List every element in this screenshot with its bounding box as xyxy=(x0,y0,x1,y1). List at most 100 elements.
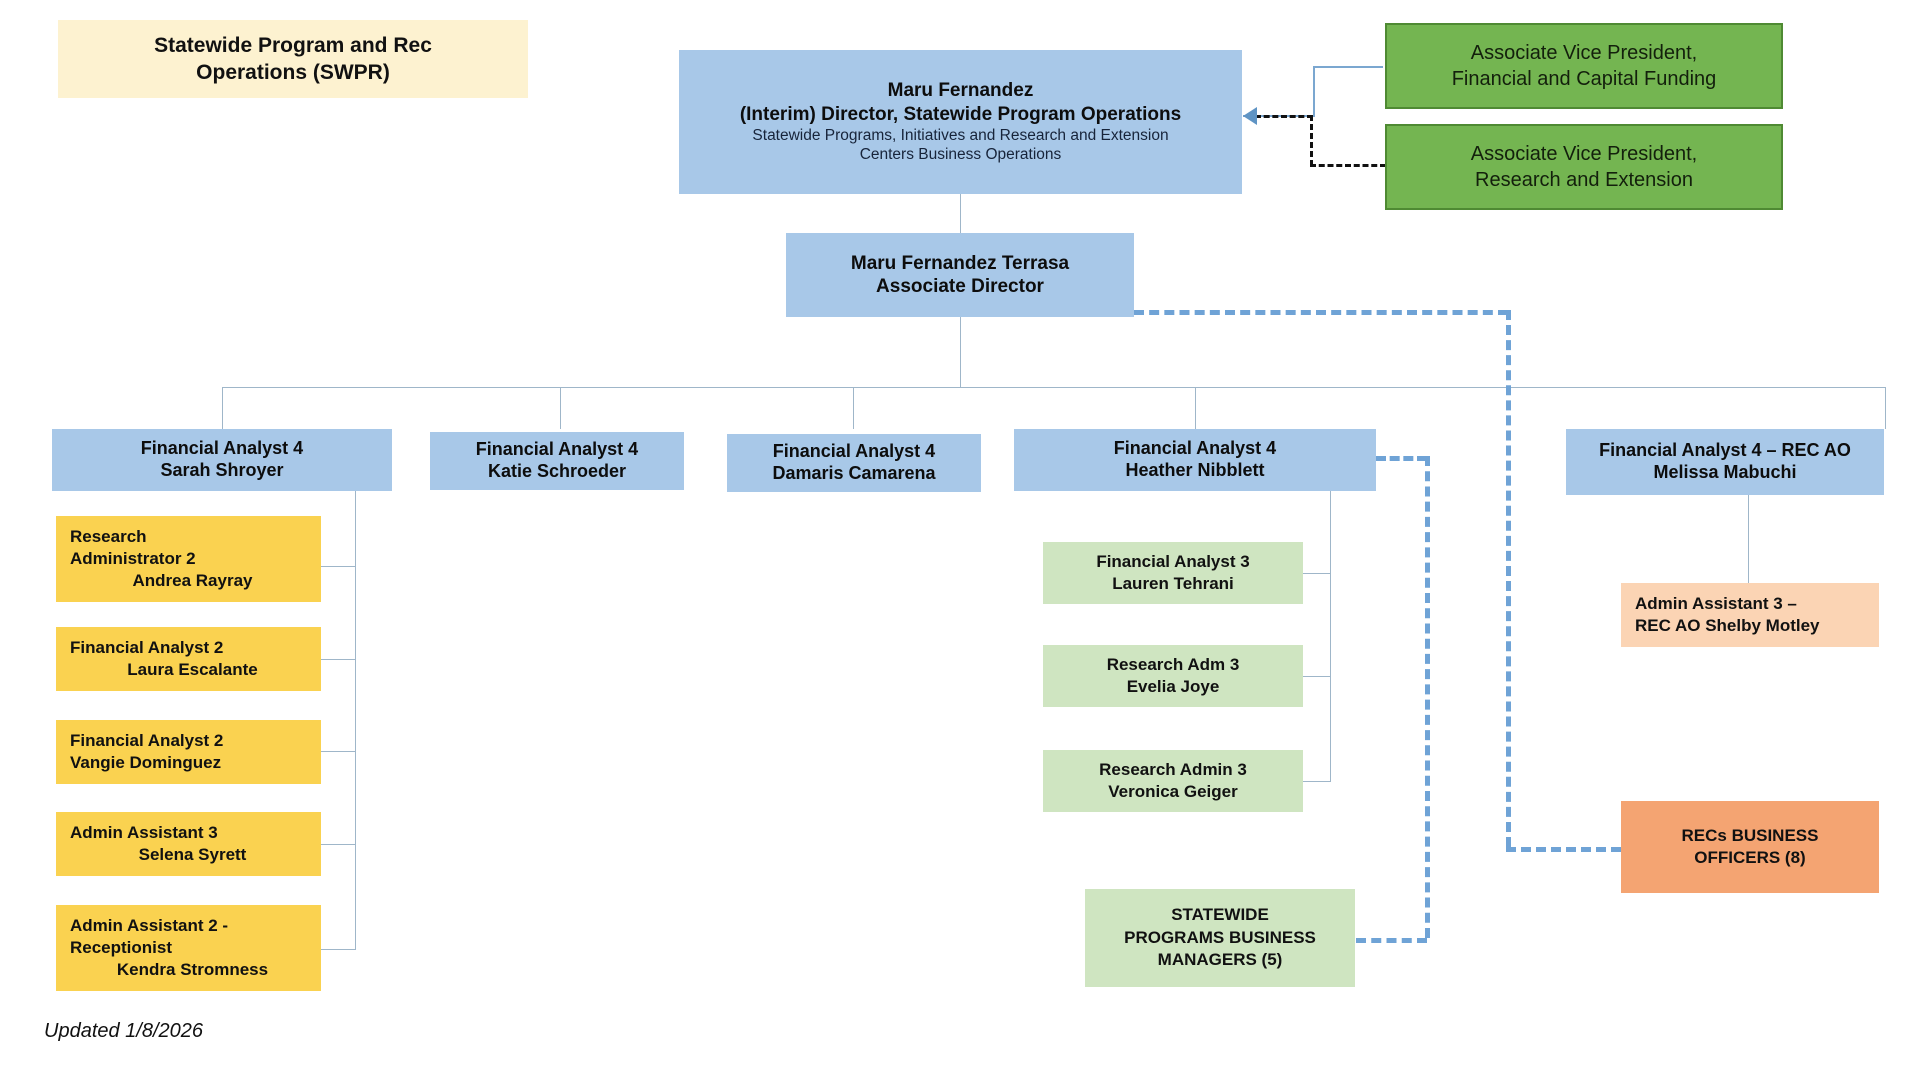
report-box-veronica-geiger: Research Admin 3 Veronica Geiger xyxy=(1043,750,1303,812)
avp-financial-capital-funding-box: Associate Vice President, Financial and … xyxy=(1385,23,1783,109)
analyst-box-sarah-shroyer: Financial Analyst 4 Sarah Shroyer xyxy=(52,429,392,491)
report-box-lauren-tehrani: Financial Analyst 3 Lauren Tehrani xyxy=(1043,542,1303,604)
report-name-selena-syrett: Selena Syrett xyxy=(138,845,247,864)
group-box-recs-business-officers: RECs BUSINESS OFFICERS (8) xyxy=(1621,801,1879,893)
associate-director-box: Maru Fernandez Terrasa Associate Directo… xyxy=(786,233,1134,317)
associate-director-role: Associate Director xyxy=(876,276,1044,297)
connector-assocdir-dashed-top xyxy=(1134,310,1508,315)
connector-avp-research-into-director xyxy=(1255,115,1313,118)
updated-date-label: Updated 1/8/2026 xyxy=(44,1020,204,1042)
report-name-veronica-geiger: Veronica Geiger xyxy=(1108,782,1238,801)
connector-avp-financial-horizontal xyxy=(1313,66,1383,68)
report-box-laura-escalante: Financial Analyst 2 Laura Escalante xyxy=(56,627,321,691)
connector-nibblett-to-geiger xyxy=(1303,781,1331,782)
analyst-box-heather-nibblett: Financial Analyst 4 Heather Nibblett xyxy=(1014,429,1376,491)
report-line1-vangie-dominguez: Financial Analyst 2 xyxy=(70,730,224,750)
connector-shroyer-to-escalante xyxy=(320,659,356,660)
report-box-selena-syrett: Admin Assistant 3 Selena Syrett xyxy=(56,812,321,876)
director-scope-line1: Statewide Programs, Initiatives and Rese… xyxy=(752,126,1169,144)
report-box-andrea-rayray: Research Administrator 2 Andrea Rayray xyxy=(56,516,321,602)
director-box: Maru Fernandez (Interim) Director, State… xyxy=(679,50,1242,194)
analyst-name-heather-nibblett: Heather Nibblett xyxy=(1125,460,1265,480)
connector-nibblett-spine xyxy=(1330,491,1331,781)
director-scope-line2: Centers Business Operations xyxy=(859,146,1062,164)
connector-drop-sarah-shroyer xyxy=(222,387,223,429)
chart-title-line1: Statewide Program and Rec xyxy=(154,33,432,57)
director-role: (Interim) Director, Statewide Program Op… xyxy=(739,103,1182,125)
connector-shroyer-to-stromness xyxy=(320,949,356,950)
report-line1-veronica-geiger: Research Admin 3 xyxy=(1099,759,1247,779)
report-name-lauren-tehrani: Lauren Tehrani xyxy=(1112,574,1234,593)
report-line1-evelia-joye: Research Adm 3 xyxy=(1106,654,1240,674)
connector-shroyer-to-syrett xyxy=(320,844,356,845)
connector-nibblett-dashed-to-managers xyxy=(1356,938,1427,943)
connector-drop-katie-schroeder xyxy=(560,387,561,429)
associate-director-name: Maru Fernandez Terrasa xyxy=(850,252,1070,274)
connector-drop-heather-nibblett xyxy=(1195,387,1196,429)
group-line1-statewide-managers: STATEWIDE xyxy=(1171,905,1269,925)
report-name-evelia-joye: Evelia Joye xyxy=(1126,677,1220,696)
report-line2-andrea-rayray: Administrator 2 xyxy=(70,548,196,568)
connector-assocdir-dashed-vertical xyxy=(1506,310,1511,847)
analyst-name-sarah-shroyer: Sarah Shroyer xyxy=(160,460,284,480)
analyst-name-katie-schroeder: Katie Schroeder xyxy=(487,461,627,481)
connector-nibblett-dashed-vertical xyxy=(1425,456,1430,938)
connector-shroyer-to-dominguez xyxy=(320,751,356,752)
connector-shroyer-spine xyxy=(355,491,356,949)
report-name-vangie-dominguez: Vangie Dominguez xyxy=(70,753,222,772)
analyst-title-heather-nibblett: Financial Analyst 4 xyxy=(1113,438,1277,459)
avp-research-line2: Research and Extension xyxy=(1475,169,1693,191)
connector-shroyer-to-rayray xyxy=(320,566,356,567)
connector-drop-damaris-camarena xyxy=(853,387,854,429)
report-line1-andrea-rayray: Research xyxy=(70,526,147,546)
chart-title-box: Statewide Program and Rec Operations (SW… xyxy=(58,20,528,98)
analyst-title-katie-schroeder: Financial Analyst 4 xyxy=(475,439,639,460)
group-line3-statewide-managers: MANAGERS (5) xyxy=(1157,950,1283,970)
analyst-box-katie-schroeder: Financial Analyst 4 Katie Schroeder xyxy=(430,432,684,490)
group-line1-recs-officers: RECs BUSINESS xyxy=(1681,825,1819,845)
report-name-kendra-stromness: Kendra Stromness xyxy=(116,960,269,980)
report-line2-kendra-stromness: Receptionist xyxy=(70,937,173,957)
group-line2-recs-officers: OFFICERS (8) xyxy=(1694,848,1806,867)
analyst-title-damaris-camarena: Financial Analyst 4 xyxy=(772,441,936,462)
avp-research-extension-box: Associate Vice President, Research and E… xyxy=(1385,124,1783,210)
connector-analyst-row-bus xyxy=(222,387,1885,388)
connector-avp-research-vertical xyxy=(1310,115,1313,166)
analyst-box-melissa-mabuchi: Financial Analyst 4 – REC AO Melissa Mab… xyxy=(1566,429,1884,495)
director-inbound-arrowhead xyxy=(1243,107,1257,125)
group-line2-statewide-managers: PROGRAMS BUSINESS xyxy=(1124,927,1316,947)
analyst-title-sarah-shroyer: Financial Analyst 4 xyxy=(140,438,304,459)
connector-nibblett-to-joye xyxy=(1303,676,1331,677)
connector-avp-research-horizontal xyxy=(1310,164,1386,167)
group-box-statewide-program-managers: STATEWIDE PROGRAMS BUSINESS MANAGERS (5) xyxy=(1085,889,1355,987)
report-box-evelia-joye: Research Adm 3 Evelia Joye xyxy=(1043,645,1303,707)
connector-assocdir-dashed-to-rec-officers xyxy=(1506,847,1621,852)
report-name-andrea-rayray: Andrea Rayray xyxy=(132,571,253,591)
connector-nibblett-dashed-top xyxy=(1376,456,1427,461)
report-box-shelby-motley: Admin Assistant 3 – REC AO Shelby Motley xyxy=(1621,583,1879,647)
avp-financial-line2: Financial and Capital Funding xyxy=(1451,68,1717,90)
report-box-vangie-dominguez: Financial Analyst 2 Vangie Dominguez xyxy=(56,720,321,784)
connector-nibblett-to-tehrani xyxy=(1303,573,1331,574)
analyst-title-melissa-mabuchi: Financial Analyst 4 – REC AO xyxy=(1599,440,1851,461)
analyst-name-melissa-mabuchi: Melissa Mabuchi xyxy=(1653,462,1797,482)
report-line1-kendra-stromness: Admin Assistant 2 - xyxy=(70,915,229,935)
connector-assocdir-stem xyxy=(960,317,961,387)
chart-title-line2: Operations (SWPR) xyxy=(196,61,390,84)
connector-director-to-associate-director xyxy=(960,194,961,233)
connector-mabuchi-to-motley xyxy=(1748,495,1749,583)
report-line1-selena-syrett: Admin Assistant 3 xyxy=(70,822,218,842)
connector-avp-financial-vertical xyxy=(1313,66,1315,116)
report-name-laura-escalante: Laura Escalante xyxy=(127,660,258,679)
avp-research-line1: Associate Vice President, xyxy=(1470,142,1698,165)
report-line1-shelby-motley: Admin Assistant 3 – xyxy=(1635,593,1797,613)
analyst-box-damaris-camarena: Financial Analyst 4 Damaris Camarena xyxy=(727,434,981,492)
analyst-name-damaris-camarena: Damaris Camarena xyxy=(772,463,936,483)
report-line1-lauren-tehrani: Financial Analyst 3 xyxy=(1096,551,1250,571)
report-name-shelby-motley: REC AO Shelby Motley xyxy=(1635,616,1820,635)
avp-financial-line1: Associate Vice President, xyxy=(1470,41,1698,64)
report-line1-laura-escalante: Financial Analyst 2 xyxy=(70,637,224,657)
connector-drop-melissa-mabuchi xyxy=(1885,387,1886,429)
director-name: Maru Fernandez xyxy=(887,80,1034,102)
